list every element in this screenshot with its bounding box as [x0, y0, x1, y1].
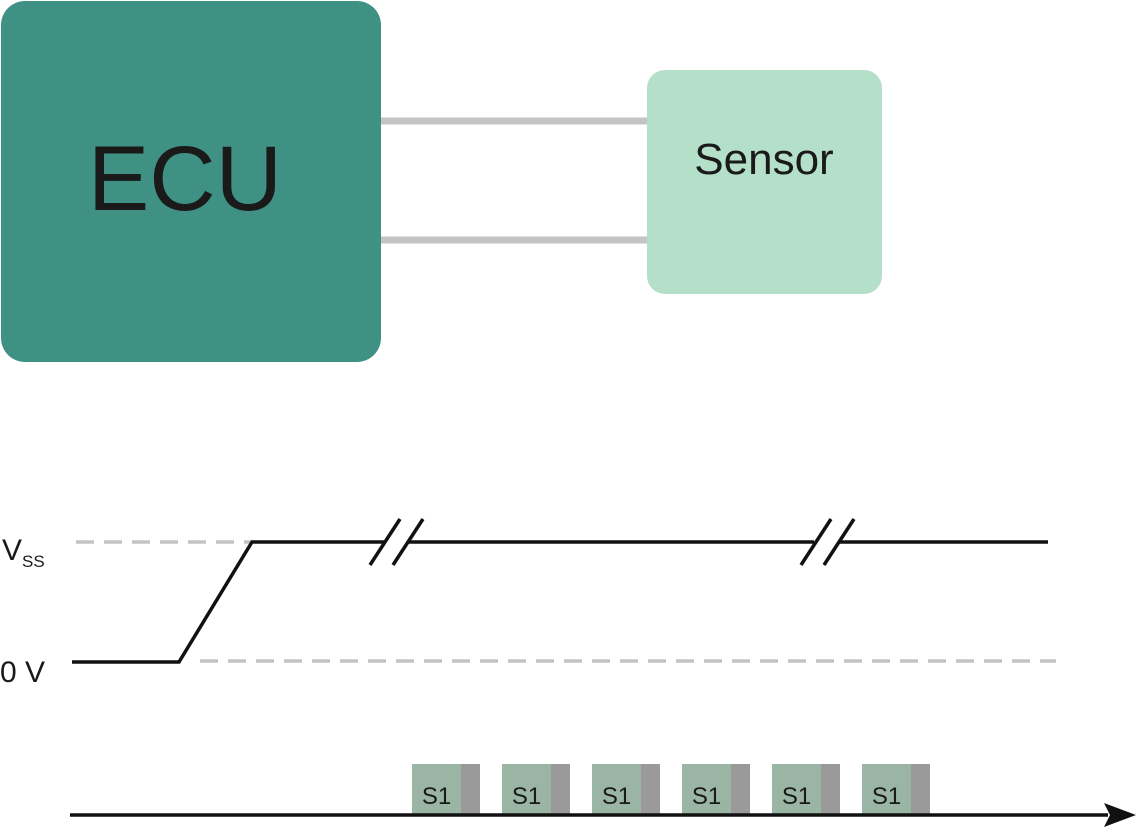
voltage-ramp-line [72, 540, 384, 664]
frame-slot: S1 [592, 764, 660, 815]
frame-slot-body [862, 764, 911, 815]
reference-lines [76, 540, 1056, 663]
sensor-block: Sensor [647, 70, 882, 294]
frame-slot: S1 [412, 764, 480, 815]
sensor-box [647, 70, 882, 294]
axis-break-mark-2 [799, 518, 856, 566]
frame-slot-tail [641, 764, 660, 815]
frame-slot-label: S1 [782, 783, 811, 810]
frame-slot: S1 [772, 764, 840, 815]
frame-slot-tail [461, 764, 480, 815]
frame-slot-label: S1 [602, 783, 631, 810]
ecu-box [1, 1, 381, 362]
frame-slot-tail [911, 764, 930, 815]
frame-slot: S1 [682, 764, 750, 815]
connection-wires [380, 117, 648, 244]
frame-slot-body [772, 764, 821, 815]
zero-volt-label: 0 V [0, 656, 45, 689]
frame-slot-body [502, 764, 551, 815]
voltage-labels: VSS 0 V [0, 534, 45, 689]
frame-slot-label: S1 [512, 783, 541, 810]
frame-slot-label: S1 [422, 783, 451, 810]
time-axis: S1 S1 S1 S1 S1 S1 [70, 764, 1136, 827]
supply-voltage-trace [72, 518, 1048, 664]
frame-slot: S1 [502, 764, 570, 815]
frame-slot-tail [551, 764, 570, 815]
frame-slot-label: S1 [872, 783, 901, 810]
frame-slots: S1 S1 S1 S1 S1 S1 [412, 764, 930, 815]
ecu-label: ECU [88, 128, 282, 230]
vss-main: V [2, 534, 22, 567]
time-axis-arrowhead [1104, 803, 1136, 827]
frame-slot-body [412, 764, 461, 815]
frame-slot-body [592, 764, 641, 815]
ecu-block: ECU [1, 1, 381, 362]
sensor-label: Sensor [694, 135, 833, 184]
frame-slot: S1 [862, 764, 930, 815]
frame-slot-tail [731, 764, 750, 815]
vss-subscript: SS [22, 552, 45, 571]
frame-slot-tail [821, 764, 840, 815]
axis-break-mark-1 [368, 518, 425, 566]
vss-label: VSS [2, 534, 45, 571]
frame-slot-label: S1 [692, 783, 721, 810]
frame-slot-body [682, 764, 731, 815]
